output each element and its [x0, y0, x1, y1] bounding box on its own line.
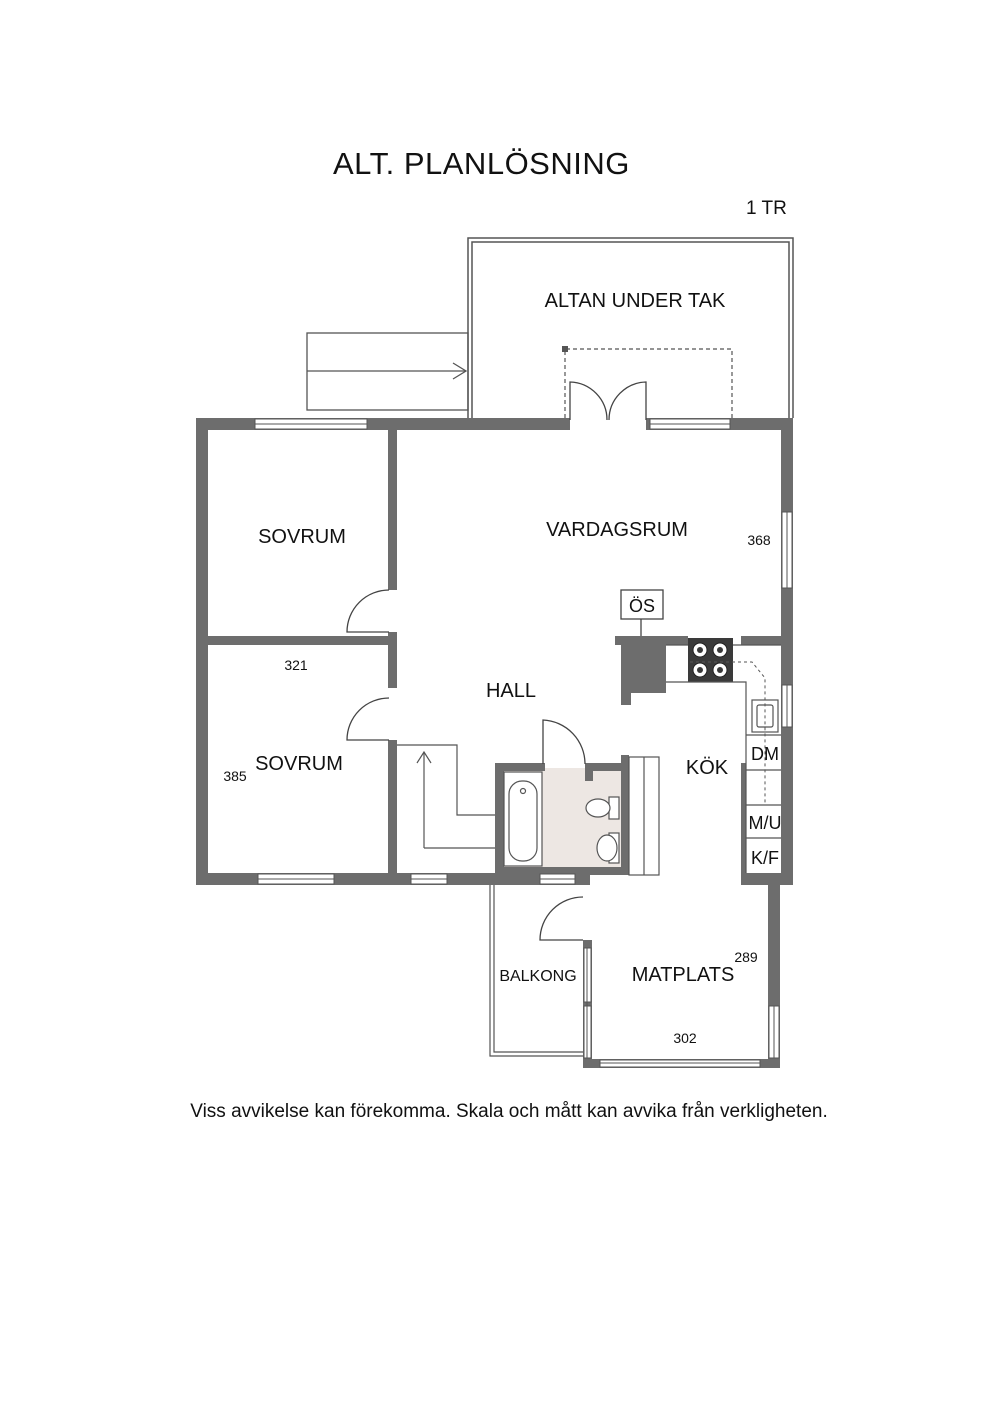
kitchen-dashed — [690, 661, 766, 805]
wardrobe — [628, 756, 660, 876]
fireplace-box — [620, 589, 664, 636]
post-marker — [562, 346, 568, 352]
room-label-sovrum-top: SOVRUM — [258, 526, 346, 548]
bathroom-sink — [596, 832, 620, 864]
fixture-label-kf: K/F — [751, 848, 779, 868]
dimension-368: 368 — [747, 532, 771, 548]
altan-outline — [467, 237, 794, 418]
room-label-matplats: MATPLATS — [632, 964, 735, 986]
fixture-label-os: ÖS — [629, 596, 655, 616]
internal-stairs — [397, 744, 495, 849]
stove — [688, 638, 733, 682]
balcony-outline — [489, 885, 583, 1057]
room-label-vardagsrum: VARDAGSRUM — [546, 519, 688, 541]
dimension-289: 289 — [734, 949, 758, 965]
interior-doors — [346, 589, 586, 941]
disclaimer-text: Viss avvikelse kan förekomma. Skala och … — [190, 1101, 828, 1122]
dimension-321: 321 — [284, 657, 308, 673]
roof-outline-dashed — [564, 348, 733, 418]
room-label-sovrum-bottom: SOVRUM — [255, 753, 343, 775]
plan-title: ALT. PLANLÖSNING — [333, 146, 630, 181]
window-glazing — [255, 423, 788, 1064]
entrance-doors — [569, 381, 647, 421]
room-label-hall: HALL — [486, 680, 536, 702]
toilet — [585, 796, 620, 820]
kitchen-counter — [666, 644, 781, 873]
entrance-opening — [570, 418, 646, 430]
dimension-302: 302 — [673, 1030, 697, 1046]
fixture-label-mu: M/U — [749, 813, 782, 833]
room-label-kok: KÖK — [686, 757, 729, 779]
dimension-385: 385 — [223, 768, 247, 784]
room-label-altan: ALTAN UNDER TAK — [545, 290, 726, 312]
outdoor-stairs — [306, 332, 469, 411]
bathtub — [503, 771, 543, 867]
room-label-balkong: BALKONG — [499, 968, 576, 985]
floor-label: 1 TR — [746, 198, 787, 219]
fixture-label-dm: DM — [751, 744, 779, 764]
